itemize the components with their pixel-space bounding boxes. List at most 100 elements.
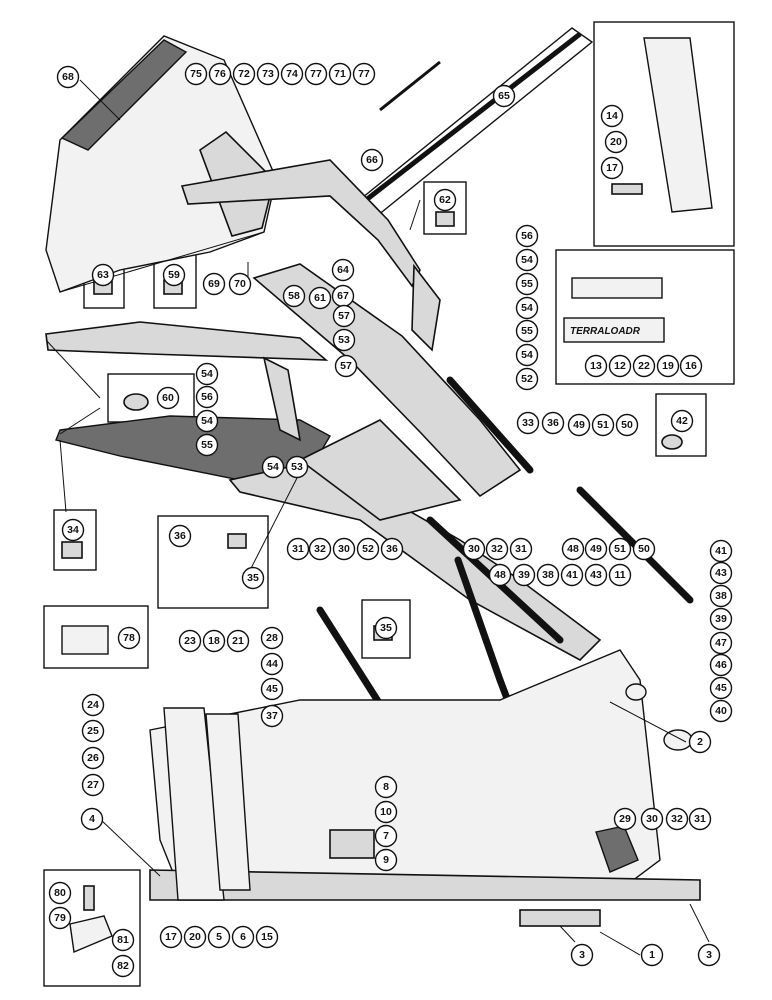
- callout-1: 1: [640, 943, 664, 967]
- callout-number: 20: [189, 931, 201, 943]
- callout-number: 45: [266, 683, 278, 695]
- callout-number: 39: [518, 569, 530, 581]
- callout-circle: [260, 626, 284, 650]
- callout-67: 67: [331, 284, 355, 308]
- callout-47: 47: [709, 631, 733, 655]
- callout-circle: [48, 906, 72, 930]
- callout-circle: [608, 354, 632, 378]
- callout-circle: [709, 699, 733, 723]
- callout-circle: [81, 746, 105, 770]
- callout-circle: [604, 130, 628, 154]
- callout-number: 71: [334, 68, 346, 80]
- callout-45: 45: [260, 677, 284, 701]
- callout-circle: [709, 607, 733, 631]
- decal-plate: [563, 317, 665, 343]
- callout-circle: [515, 272, 539, 296]
- callout-circle: [184, 62, 208, 86]
- callout-43: 43: [709, 561, 733, 585]
- callout-64: 64: [331, 258, 355, 282]
- callout-13: 13: [584, 354, 608, 378]
- callout-73: 73: [256, 62, 280, 86]
- callout-79: 79: [48, 906, 72, 930]
- callout-number: 9: [383, 854, 389, 866]
- callout-56: 56: [515, 224, 539, 248]
- callout-82: 82: [111, 954, 135, 978]
- callout-circle: [697, 943, 721, 967]
- callout-circle: [570, 943, 594, 967]
- callout-number: 18: [208, 635, 220, 647]
- callout-54: 54: [515, 343, 539, 367]
- callout-36: 36: [380, 537, 404, 561]
- callout-circle: [515, 296, 539, 320]
- callout-circle: [80, 807, 104, 831]
- callout-35: 35: [374, 616, 398, 640]
- callout-number: 42: [676, 415, 688, 427]
- callout-number: 27: [87, 779, 99, 791]
- callout-circle: [492, 84, 516, 108]
- callout-17: 17: [600, 156, 624, 180]
- callout-number: 53: [338, 334, 350, 346]
- callout-circle: [280, 62, 304, 86]
- callout-41: 41: [709, 539, 733, 563]
- callout-number: 40: [715, 705, 727, 717]
- callout-circle: [168, 524, 192, 548]
- callout-circle: [632, 537, 656, 561]
- callout-25: 25: [81, 719, 105, 743]
- callout-circle: [374, 800, 398, 824]
- callout-number: 69: [208, 278, 220, 290]
- callout-circle: [515, 343, 539, 367]
- callout-number: 79: [54, 912, 66, 924]
- callout-44: 44: [260, 652, 284, 676]
- callout-number: 43: [715, 567, 727, 579]
- callout-number: 19: [662, 360, 674, 372]
- callout-12: 12: [608, 354, 632, 378]
- callout-number: 36: [547, 417, 559, 429]
- callout-circle: [485, 537, 509, 561]
- callout-circle: [228, 272, 252, 296]
- callout-50: 50: [632, 537, 656, 561]
- callout-number: 51: [597, 419, 609, 431]
- callout-circle: [195, 362, 219, 386]
- callout-circle: [81, 719, 105, 743]
- callout-number: 16: [685, 360, 697, 372]
- callout-number: 62: [439, 194, 451, 206]
- callout-circle: [608, 563, 632, 587]
- callout-37: 37: [260, 704, 284, 728]
- callout-number: 37: [266, 710, 278, 722]
- callout-circle: [207, 925, 231, 949]
- callout-number: 52: [362, 543, 374, 555]
- callout-41: 41: [560, 563, 584, 587]
- callout-circle: [231, 925, 255, 949]
- callout-30: 30: [462, 537, 486, 561]
- callout-circle: [111, 954, 135, 978]
- callout-number: 70: [234, 278, 246, 290]
- callout-38: 38: [536, 563, 560, 587]
- callout-55: 55: [195, 433, 219, 457]
- callout-number: 32: [491, 543, 503, 555]
- callout-55: 55: [515, 319, 539, 343]
- callout-number: 58: [288, 290, 300, 302]
- callout-number: 39: [715, 613, 727, 625]
- callout-number: 7: [383, 830, 389, 842]
- callout-circle: [304, 62, 328, 86]
- callout-number: 24: [87, 699, 99, 711]
- callout-number: 46: [715, 659, 727, 671]
- callout-circle: [331, 258, 355, 282]
- callout-number: 82: [117, 960, 129, 972]
- callout-number: 56: [521, 230, 533, 242]
- decal-bar-top: [571, 277, 663, 299]
- callout-number: 54: [201, 415, 213, 427]
- callout-31: 31: [509, 537, 533, 561]
- callout-circle: [48, 881, 72, 905]
- callout-number: 55: [201, 439, 213, 451]
- callout-number: 31: [292, 543, 304, 555]
- decal-text: TERRALOADR: [570, 326, 641, 337]
- callout-number: 38: [715, 590, 727, 602]
- callout-circle: [261, 455, 285, 479]
- callout-33: 33: [516, 411, 540, 435]
- callout-2: 2: [688, 730, 712, 754]
- callout-48: 48: [561, 537, 585, 561]
- callout-number: 41: [566, 569, 578, 581]
- callout-number: 60: [162, 392, 174, 404]
- callout-circle: [81, 693, 105, 717]
